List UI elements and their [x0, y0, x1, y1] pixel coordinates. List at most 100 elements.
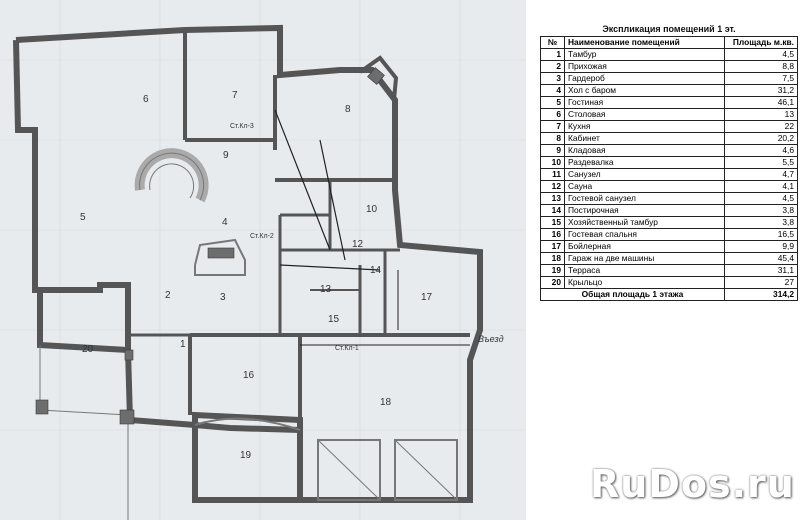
cell-name: Сауна [564, 180, 725, 193]
cell-area: 31,1 [724, 264, 798, 277]
cell-name: Столовая [564, 108, 725, 121]
cell-num: 8 [540, 132, 565, 145]
room-label: 5 [80, 212, 86, 223]
cell-num: 9 [540, 144, 565, 157]
cell-name: Постирочная [564, 204, 725, 217]
cell-name: Кладовая [564, 144, 725, 157]
interior-walls [128, 30, 470, 420]
room-label: 10 [366, 204, 378, 215]
cell-num: 5 [540, 96, 565, 109]
annotation-lines [274, 109, 470, 346]
cell-num: 6 [540, 108, 565, 121]
room-label: 17 [421, 292, 433, 303]
cell-area: 22 [724, 120, 798, 133]
room-label: 20 [82, 344, 94, 355]
label-vbd: Въезд [478, 334, 504, 344]
header-name: Наименование помещений [564, 36, 725, 49]
garage-doors [317, 439, 458, 501]
room-label: 13 [320, 284, 332, 295]
room-schedule: Экспликация помещений 1 эт. № Наименован… [540, 24, 798, 301]
table-total-row: Общая площадь 1 этажа 314,2 [540, 288, 798, 301]
header-area: Площадь м.кв. [724, 36, 798, 49]
table-header-row: № Наименование помещений Площадь м.кв. [540, 36, 798, 49]
cell-area: 5,5 [724, 156, 798, 169]
room-label: 4 [222, 217, 228, 228]
cell-name: Прихожая [564, 60, 725, 73]
cell-area: 45,4 [724, 252, 798, 265]
cell-num: 2 [540, 60, 565, 73]
cell-area: 27 [724, 276, 798, 289]
room-label: 16 [243, 370, 255, 381]
cell-name: Гардероб [564, 72, 725, 85]
cell-area: 20,2 [724, 132, 798, 145]
cell-area: 4,5 [724, 192, 798, 205]
cell-name: Бойлерная [564, 240, 725, 253]
cell-num: 10 [540, 156, 565, 169]
cell-area: 3,8 [724, 204, 798, 217]
cell-name: Санузел [564, 168, 725, 181]
cell-area: 4,7 [724, 168, 798, 181]
cell-num: 17 [540, 240, 565, 253]
floor-plan-image: Ст.Кл-3 Ст.Кл-2 Ст.Кл-1 Въезд 1 2 3 4 5 … [0, 0, 526, 520]
room-label: 8 [345, 104, 351, 115]
room-label: 12 [352, 239, 364, 250]
cell-name: Раздевалка [564, 156, 725, 169]
room-label: 2 [165, 290, 171, 301]
cell-area: 13 [724, 108, 798, 121]
cell-area: 8,8 [724, 60, 798, 73]
room-label: 3 [220, 292, 226, 303]
cell-num: 15 [540, 216, 565, 229]
room-label: 14 [370, 265, 382, 276]
cell-num: 4 [540, 84, 565, 97]
cell-num: 3 [540, 72, 565, 85]
cell-area: 4,5 [724, 48, 798, 61]
site-watermark: RuDos.ru [590, 462, 795, 512]
cell-num: 1 [540, 48, 565, 61]
cell-area: 7,5 [724, 72, 798, 85]
header-num: № [540, 36, 565, 49]
cell-area: 16,5 [724, 228, 798, 241]
room-label: 18 [380, 397, 392, 408]
room-label: 7 [232, 90, 238, 101]
cell-area: 4,1 [724, 180, 798, 193]
room-label: 1 [180, 339, 186, 350]
cell-name: Хол с баром [564, 84, 725, 97]
cell-name: Кабинет [564, 132, 725, 145]
cell-area: 9,9 [724, 240, 798, 253]
cell-area: 3,8 [724, 216, 798, 229]
cell-name: Кухня [564, 120, 725, 133]
cell-area: 46,1 [724, 96, 798, 109]
cell-name: Гостевой санузел [564, 192, 725, 205]
room-label: 19 [240, 450, 252, 461]
cell-name: Тамбур [564, 48, 725, 61]
cell-num: 11 [540, 168, 565, 181]
watermark-text: RuDos.ru [590, 462, 795, 506]
bay-window [358, 55, 399, 101]
total-area: 314,2 [724, 288, 798, 301]
exterior-walls [13, 24, 483, 520]
cell-num: 14 [540, 204, 565, 217]
cell-name: Крыльцо [564, 276, 725, 289]
cell-num: 19 [540, 264, 565, 277]
cell-name: Гараж на две машины [564, 252, 725, 265]
label-stkl1: Ст.Кл-1 [335, 345, 359, 352]
cell-name: Гостевая спальня [564, 228, 725, 241]
spiral-staircase [134, 148, 209, 203]
